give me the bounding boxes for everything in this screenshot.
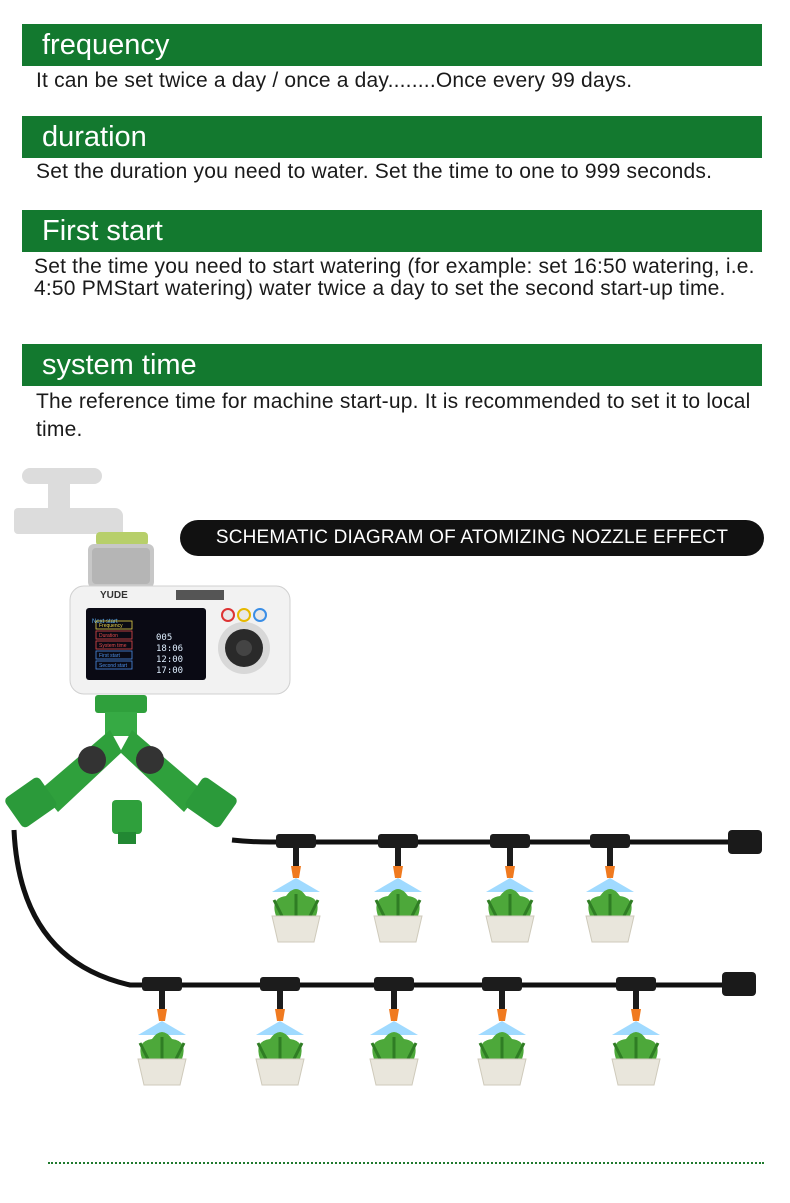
screen-menu-label: Frequency (99, 623, 123, 629)
irrigation-diagram: YUDE Next start FrequencyDurationSystem … (5, 468, 762, 1086)
nozzle-plant (255, 977, 305, 1086)
section-description: Set the duration you need to water. Set … (36, 160, 713, 183)
section-header-bar: duration (22, 116, 762, 158)
brand-logo: YUDE (100, 590, 128, 601)
y-splitter (5, 695, 237, 844)
lcd-screen (86, 608, 206, 680)
spare-connector (112, 800, 142, 834)
pipes (11, 829, 750, 988)
screen-readout: 12:00 (156, 655, 183, 665)
screen-menu-item (95, 660, 133, 670)
screen-menu-label: First start (99, 653, 120, 659)
nozzle-plant (611, 977, 661, 1086)
section-title: system time (42, 349, 197, 381)
pipe-end-cap (722, 972, 756, 996)
power-button-icon (221, 608, 235, 622)
screen-readout: 005 (156, 633, 172, 643)
section-description: Set the time you need to start watering … (34, 255, 755, 300)
screen-menu-label: System time (99, 643, 127, 649)
manual-button-icon (237, 608, 251, 622)
section-title: duration (42, 121, 147, 153)
screen-menu-item (95, 640, 133, 650)
water-drop-icon (253, 608, 267, 622)
section-title: First start (42, 215, 163, 247)
section-header-bar: First start (22, 210, 762, 252)
nozzle-plant (585, 834, 635, 943)
screen-menu-item (95, 620, 133, 630)
section-header-bar: frequency (22, 24, 762, 66)
screen-menu-item (95, 630, 133, 640)
screen-menu-item (95, 650, 133, 660)
pipe-end-cap (728, 830, 762, 854)
section-title: frequency (42, 29, 170, 61)
screen-menu-label: Second start (99, 663, 128, 669)
section-description: The reference time for machine start-up.… (36, 390, 751, 441)
section-description: It can be set twice a day / once a day..… (36, 69, 633, 92)
nozzle-plant (137, 977, 187, 1086)
section-header-bar: system time (22, 344, 762, 386)
water-timer-device: YUDE Next start FrequencyDurationSystem … (69, 532, 291, 695)
nozzle-group (137, 834, 661, 1086)
diagram-caption: SCHEMATIC DIAGRAM OF ATOMIZING NOZZLE EF… (180, 520, 764, 556)
nozzle-plant (271, 834, 321, 943)
screen-readout: 17:00 (156, 666, 183, 676)
dotted-divider (48, 1162, 764, 1164)
nozzle-plant (373, 834, 423, 943)
nozzle-plant (369, 977, 419, 1086)
nozzle-plant (477, 977, 527, 1086)
screen-next-start-label: Next start (92, 619, 118, 625)
nozzle-plant (485, 834, 535, 943)
screen-menu-label: Duration (99, 633, 118, 639)
faucet-icon (14, 468, 123, 534)
screen-readout: 18:06 (156, 644, 183, 654)
